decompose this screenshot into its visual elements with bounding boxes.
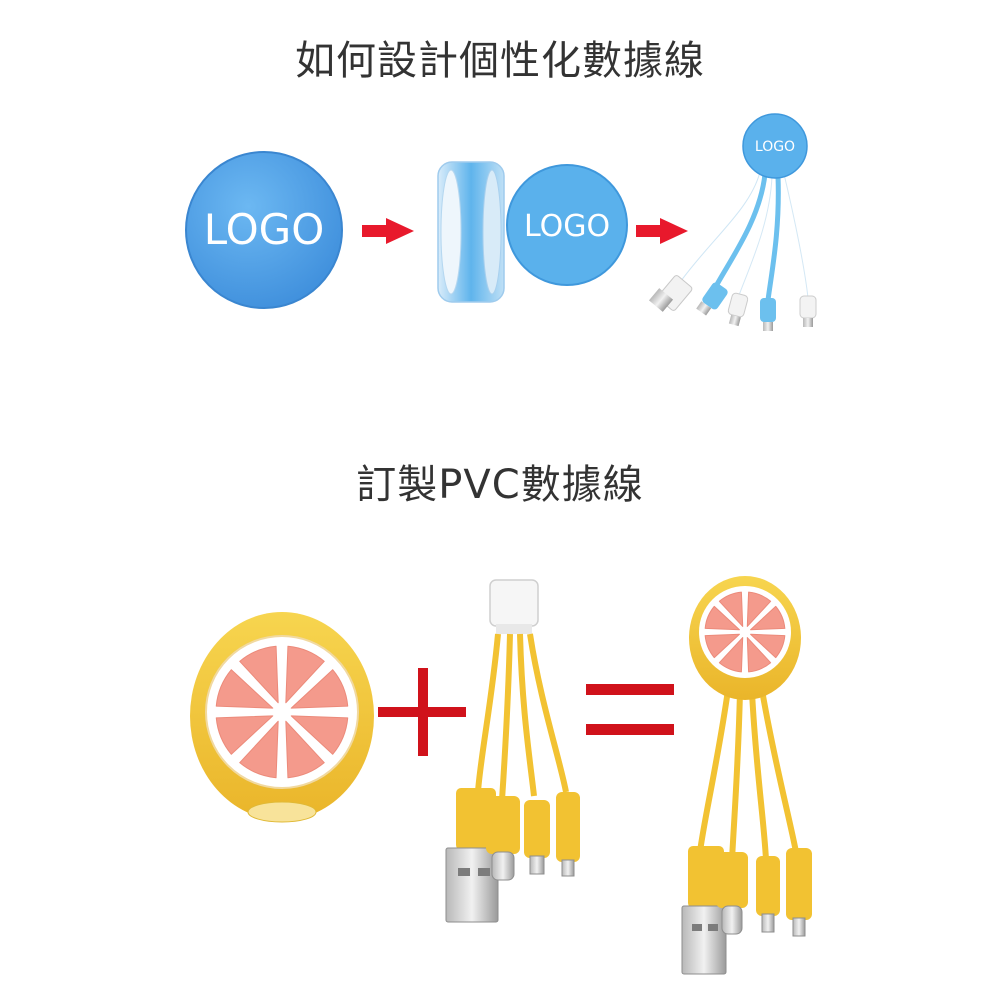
grapefruit-segment (718, 591, 744, 627)
micro-usb-plug (756, 856, 780, 933)
grapefruit-cable-product (681, 576, 812, 975)
arrow-right-icon (636, 218, 688, 244)
grapefruit-segment (239, 720, 279, 779)
blue-cable-product: LOGO (648, 113, 817, 331)
micro-usb-plug (727, 292, 749, 327)
grapefruit-segment (718, 637, 744, 673)
logo-disc-large-label: LOGO (204, 205, 325, 254)
grapefruit-segment (746, 637, 772, 673)
grapefruit-segment (239, 645, 279, 704)
grapefruit-segment (285, 645, 325, 704)
usb-c-plug (716, 852, 748, 935)
grapefruit-segment (215, 715, 274, 755)
logo-disc-small-label: LOGO (755, 139, 795, 155)
micro-usb-plug (696, 282, 728, 316)
usb-a-plug (648, 275, 693, 312)
grapefruit-disc (190, 612, 374, 823)
arrow-right-icon (362, 218, 414, 244)
grapefruit-segments (704, 591, 786, 673)
grapefruit-segment (285, 720, 325, 779)
usb-a-plug (681, 846, 727, 975)
grapefruit-segments (215, 645, 349, 779)
grapefruit-segment (290, 669, 349, 709)
micro-usb-plug (799, 295, 817, 327)
usb-c-plug (486, 796, 520, 881)
section-title-custom-pvc: 訂製PVC數據線 (356, 462, 644, 508)
grapefruit-segment (750, 633, 786, 659)
disc-side-profile (437, 161, 505, 303)
logo-disc-medium: LOGO (506, 164, 628, 286)
grapefruit-segment (704, 633, 740, 659)
yellow-cable-product (445, 579, 580, 923)
micro-usb-plug (524, 800, 550, 875)
grapefruit-segment (704, 605, 740, 631)
equals-icon (586, 684, 674, 735)
micro-usb-plug (786, 848, 812, 937)
plus-icon (378, 668, 466, 756)
grapefruit-segment (750, 605, 786, 631)
section-title-design: 如何設計個性化數據線 (295, 38, 705, 84)
grapefruit-segment (290, 715, 349, 755)
logo-disc-medium-label: LOGO (524, 209, 610, 244)
logo-disc-large: LOGO (185, 151, 343, 309)
micro-usb-plug (556, 792, 580, 877)
micro-usb-plug (760, 298, 776, 331)
grapefruit-segment (215, 669, 274, 709)
grapefruit-segment (746, 591, 772, 627)
